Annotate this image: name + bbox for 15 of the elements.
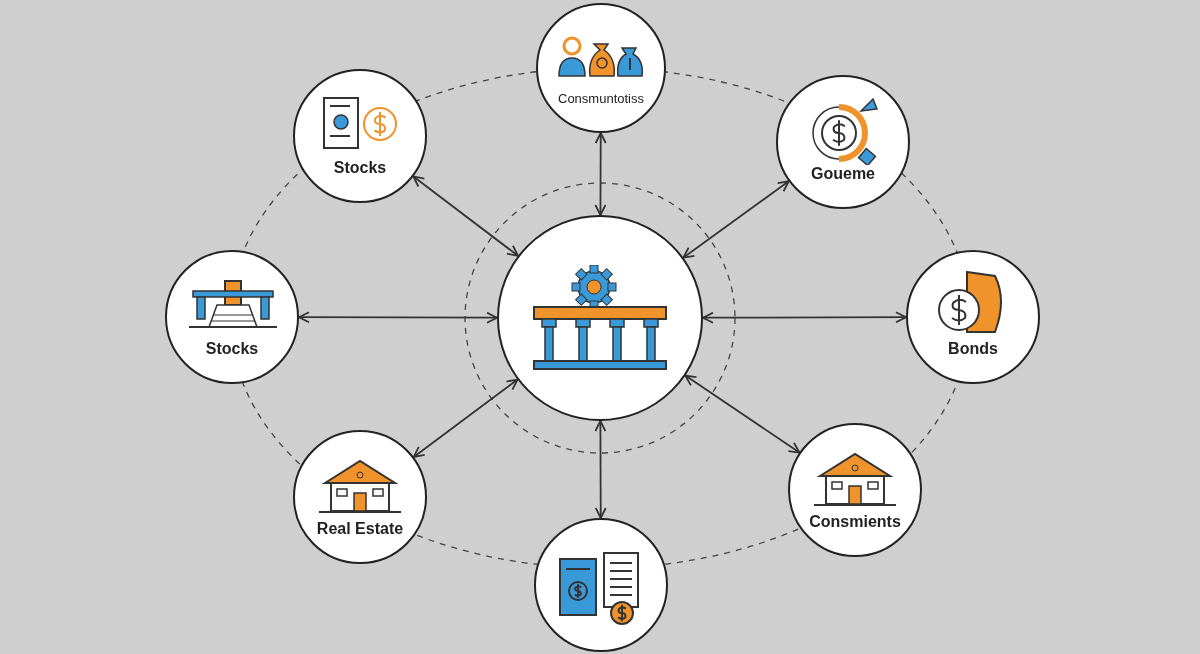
double-arrow <box>298 311 498 324</box>
node-label: Bonds <box>948 340 998 359</box>
double-arrow <box>412 378 519 458</box>
double-arrow <box>682 180 790 259</box>
node-label: Goueme <box>811 165 875 184</box>
node-label: Stocks <box>205 340 259 359</box>
node-label: Consmients <box>809 513 901 532</box>
node-label: Consmuntotiss <box>558 90 644 106</box>
node-label: Stocks <box>333 159 387 178</box>
double-arrow <box>594 132 607 216</box>
double-arrow <box>594 420 607 519</box>
double-arrow <box>412 175 519 257</box>
double-arrow <box>702 311 907 324</box>
double-arrow <box>684 374 801 454</box>
node-label: Real Estate <box>316 520 404 539</box>
